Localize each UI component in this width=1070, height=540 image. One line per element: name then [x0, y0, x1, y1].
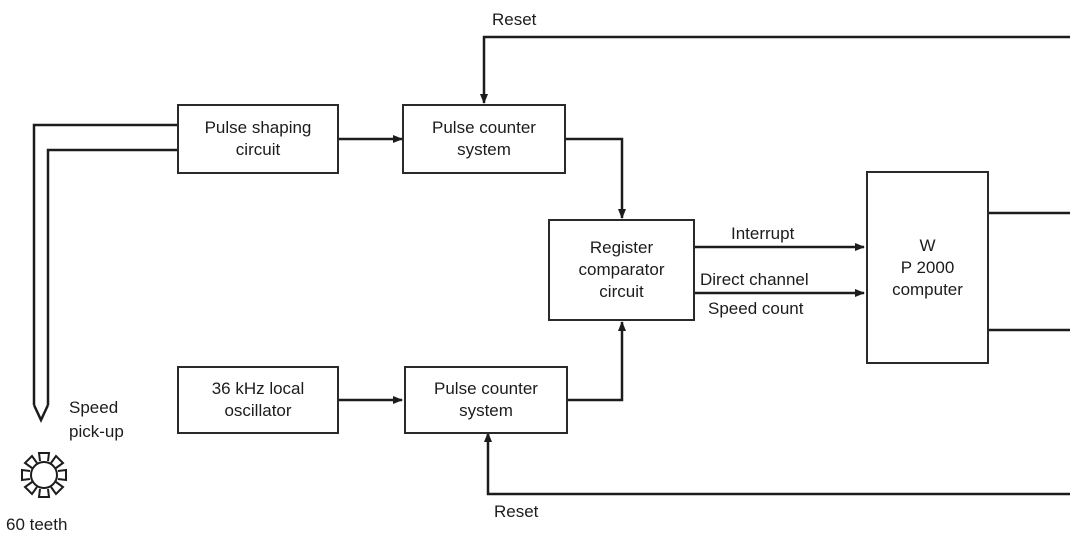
register-comparator-circuit: Register comparator circuit	[548, 219, 695, 321]
reset-label-bottom: Reset	[494, 502, 539, 521]
pulse-counter-bottom-line2: system	[459, 401, 513, 420]
pulse-shaping-circuit: Pulse shaping circuit	[177, 104, 339, 174]
pulse-shaping-line1: Pulse shaping	[204, 118, 312, 137]
reset-label-top: Reset	[492, 10, 537, 29]
pulse-counter-system-bottom: Pulse counter system	[404, 366, 568, 434]
speed-pickup-label-line1: Speed	[69, 398, 119, 417]
direct-channel-label: Direct channel	[700, 270, 809, 289]
register-line1: Register	[589, 238, 654, 257]
speed-pickup-label-line2: pick-up	[69, 422, 124, 441]
pulse-counter-bottom-line1: Pulse counter	[434, 379, 538, 398]
pulse-counter-system-top: Pulse counter system	[402, 104, 566, 174]
oscillator-line2: oscillator	[224, 401, 292, 420]
reset-line-top	[480, 35, 1070, 104]
computer-line2: P 2000	[900, 257, 955, 277]
speed-count-label: Speed count	[708, 299, 804, 318]
speed-probe-icon	[32, 123, 178, 423]
oscillator-line1: 36 kHz local	[211, 379, 305, 398]
register-line2: comparator	[578, 260, 665, 279]
teeth-label: 60 teeth	[6, 515, 68, 534]
pulse-counter-top-line1: Pulse counter	[432, 118, 536, 137]
interrupt-label: Interrupt	[731, 224, 795, 243]
pulse-counter-top-line2: system	[457, 140, 511, 159]
computer-line1: W	[919, 235, 936, 255]
gear-icon	[21, 452, 67, 498]
computer-block: W P 2000 computer	[866, 171, 989, 364]
computer-line3: computer	[892, 279, 963, 299]
arrow-counter-to-register-bottom	[566, 321, 626, 402]
reset-line-bottom	[484, 432, 1070, 496]
pulse-shaping-line2: circuit	[235, 140, 281, 159]
local-oscillator: 36 kHz local oscillator	[177, 366, 339, 434]
register-line3: circuit	[599, 282, 644, 301]
arrow-counter-to-register	[566, 137, 626, 219]
